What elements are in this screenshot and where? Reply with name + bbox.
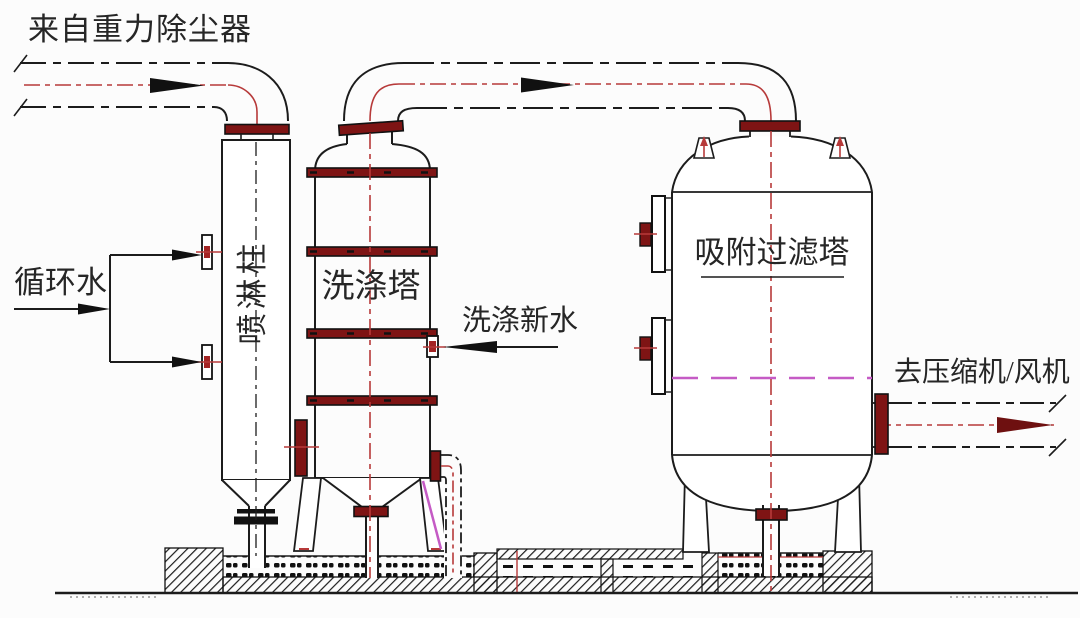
foundation	[55, 547, 1078, 598]
inlet-pipe	[13, 54, 289, 131]
lifting-lug-right	[828, 136, 852, 159]
drain-flange	[234, 516, 278, 525]
support-leg	[292, 477, 323, 552]
fresh-water-nozzle	[423, 335, 446, 358]
washing-tower: 洗涤塔	[284, 119, 462, 578]
spray-nozzle-upper	[196, 234, 222, 270]
trench-grate	[223, 556, 474, 577]
flow-arrow-outlet	[997, 417, 1053, 433]
adsorption-tower-label: 吸附过滤塔	[695, 235, 850, 270]
spray-column-top-flange	[224, 123, 290, 135]
foundation-block-left	[164, 547, 224, 594]
tray-band	[306, 246, 438, 257]
tray-band	[306, 395, 438, 406]
manhole-lower	[634, 317, 672, 395]
washing-tower-cone	[323, 478, 422, 510]
drain-flange	[353, 505, 389, 518]
washing-tower-label: 洗涤塔	[322, 268, 421, 305]
downcomer-line	[421, 480, 443, 550]
circulating-water-label: 循环水	[14, 265, 107, 300]
tray-band	[306, 328, 438, 339]
foundation-bottom-strip	[222, 576, 873, 594]
pipe-break-marks-outlet	[1048, 394, 1067, 457]
fresh-water-feed	[443, 341, 558, 353]
adsorption-tower-top-flange	[739, 120, 801, 132]
spray-column-drain	[249, 506, 265, 568]
flow-arrow-transfer	[521, 77, 574, 93]
drain-flange	[429, 450, 442, 482]
outlet-label: 去压缩机/风机	[894, 356, 1070, 388]
transfer-pipe	[343, 62, 797, 122]
flow-arrow-water	[78, 303, 110, 315]
fresh-water-label: 洗涤新水	[462, 304, 578, 337]
trench-grate	[497, 559, 601, 577]
tray-band	[306, 167, 438, 178]
adsorption-tower-shell	[672, 192, 872, 455]
spray-column-cone	[222, 480, 290, 506]
flow-arrow-fresh-water	[443, 341, 497, 353]
flow-arrow-water	[172, 249, 202, 261]
lifting-lug-left	[692, 136, 716, 159]
foundation-top-strip	[496, 548, 684, 560]
pipe-break-marks	[13, 54, 28, 117]
trench-grate	[613, 559, 702, 577]
outlet-nozzle	[872, 393, 889, 455]
flow-arrow-water	[172, 356, 202, 368]
adsorption-tower: 吸附过滤塔	[634, 120, 889, 591]
manhole-upper	[634, 195, 672, 273]
spray-column-label: 喷淋柱	[235, 240, 270, 345]
washing-tower-side-drain	[429, 450, 462, 578]
circulating-water-feed	[14, 249, 202, 368]
intertower-stub-nozzle	[284, 419, 319, 477]
washing-tower-top-flange	[337, 119, 405, 137]
inlet-label: 来自重力除尘器	[28, 12, 252, 47]
tray-bands	[306, 167, 438, 406]
washing-tower-drain	[366, 510, 378, 578]
spray-column: 喷淋柱	[196, 123, 291, 568]
flow-arrow-inlet	[150, 78, 204, 93]
outlet-pipe	[875, 394, 1067, 457]
